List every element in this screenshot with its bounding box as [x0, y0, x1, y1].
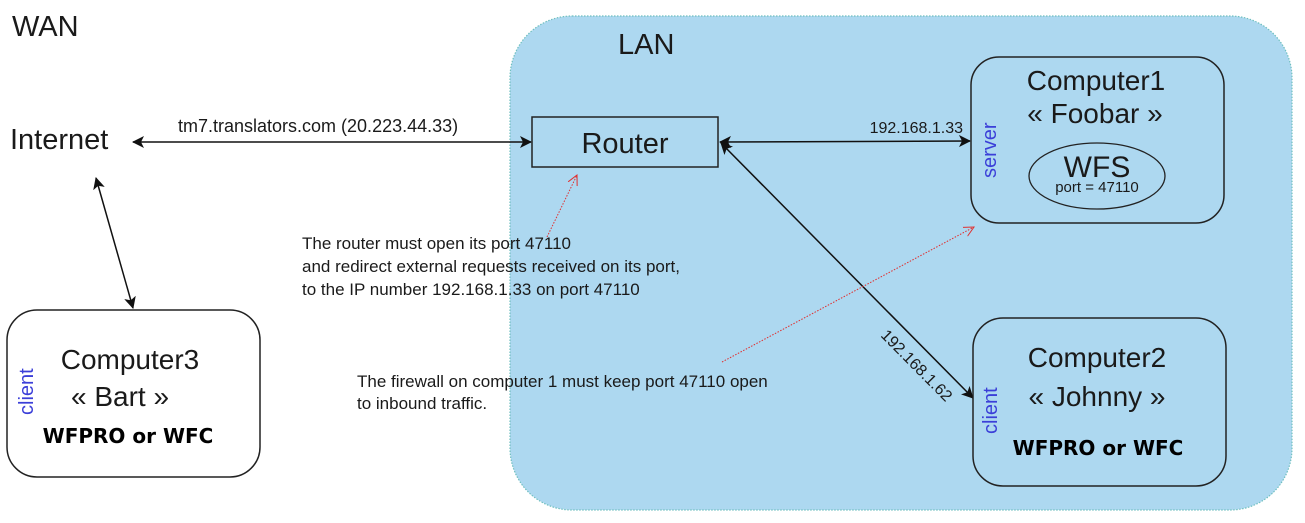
firewall-note-line-1: The firewall on computer 1 must keep por…: [357, 372, 768, 391]
link-internet-router-label: tm7.translators.com (20.223.44.33): [178, 116, 458, 136]
computer1-name: Computer1: [1027, 65, 1166, 96]
computer2-alias: « Johnny »: [1029, 381, 1166, 412]
computer2-name: Computer2: [1028, 342, 1167, 373]
firewall-note-line-2: to inbound traffic.: [357, 394, 487, 413]
router-note-line-2: and redirect external requests received …: [302, 257, 680, 276]
router-note-pointer: [546, 175, 577, 238]
wfs-service-name: WFS: [1064, 151, 1131, 184]
router-note-line-3: to the IP number 192.168.1.33 on port 47…: [302, 280, 640, 299]
computer3-software: WFPRO or WFC: [43, 424, 214, 448]
wfs-service-port: port = 47110: [1055, 179, 1139, 196]
wan-label: WAN: [12, 11, 79, 43]
firewall-note-pointer: [721, 227, 974, 363]
link-router-computer1-label: 192.168.1.33: [870, 120, 964, 137]
router-label: Router: [581, 128, 668, 160]
link-router-computer2: [720, 142, 974, 399]
wfs-service: WFS port = 47110: [1028, 142, 1166, 210]
computer3-name: Computer3: [61, 344, 200, 375]
router-note: The router must open its port 47110 and …: [302, 175, 680, 299]
computer2-node: Computer2 « Johnny » client WFPRO or WFC: [972, 317, 1227, 487]
link-internet-computer3: [93, 177, 136, 309]
computer2-software: WFPRO or WFC: [1013, 436, 1184, 460]
computer1-role: server: [979, 122, 1001, 178]
computer1-node: Computer1 « Foobar » server WFS port = 4…: [970, 56, 1225, 224]
router-note-line-1: The router must open its port 47110: [302, 234, 571, 253]
computer1-alias: « Foobar »: [1027, 98, 1162, 129]
lan-label: LAN: [618, 29, 674, 61]
internet-node: Internet: [10, 124, 108, 156]
computer3-node: Computer3 « Bart » client WFPRO or WFC: [6, 309, 261, 478]
computer3-role: client: [16, 368, 38, 415]
link-router-computer1: [719, 135, 971, 148]
router-node: Router: [531, 116, 719, 168]
computer3-alias: « Bart »: [71, 381, 169, 412]
computer2-role: client: [980, 387, 1002, 434]
firewall-note: The firewall on computer 1 must keep por…: [357, 227, 974, 413]
